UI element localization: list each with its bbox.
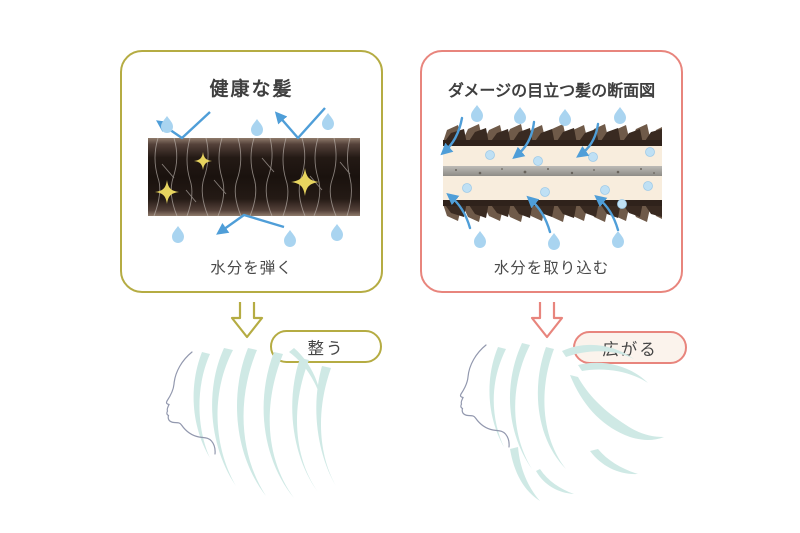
cuticle-texture-lines xyxy=(153,137,352,217)
down-arrow-healthy-icon xyxy=(230,302,264,339)
medulla-core xyxy=(443,166,662,176)
frizzy-hair-strands xyxy=(489,343,664,501)
face-profile-outline xyxy=(459,344,510,448)
healthy-hair-panel: 健康な髪 xyxy=(120,50,383,293)
damaged-panel-caption: 水分を取り込む xyxy=(493,259,610,277)
hair-shaft xyxy=(148,137,360,217)
damaged-hair-panel: ダメージの目立つ髪の断面図 xyxy=(420,50,683,293)
damaged-panel-title: ダメージの目立つ髪の断面図 xyxy=(447,81,656,100)
healthy-panel-title: 健康な髪 xyxy=(209,78,294,100)
frizzy-hair-face-illustration xyxy=(459,343,664,501)
result-badge-healthy: 整う xyxy=(270,330,382,363)
cuticle-scales-bottom xyxy=(443,200,662,222)
damaged-hair-cross-section-illustration xyxy=(440,105,662,250)
face-profile-outline xyxy=(165,351,216,455)
smooth-hair-face-illustration xyxy=(165,348,336,498)
down-arrow-damaged-icon xyxy=(530,302,564,339)
absorb-arrow-icon xyxy=(440,116,620,234)
result-badge-damaged-label: 広がる xyxy=(602,339,658,359)
cuticle-scales-top xyxy=(443,124,662,146)
smooth-hair-strands xyxy=(193,348,336,498)
healthy-hair-shaft-illustration xyxy=(148,107,360,247)
result-badge-healthy-label: 整う xyxy=(307,338,345,358)
healthy-panel-caption: 水分を弾く xyxy=(210,259,293,277)
moisture-bubble-icon xyxy=(462,147,655,209)
